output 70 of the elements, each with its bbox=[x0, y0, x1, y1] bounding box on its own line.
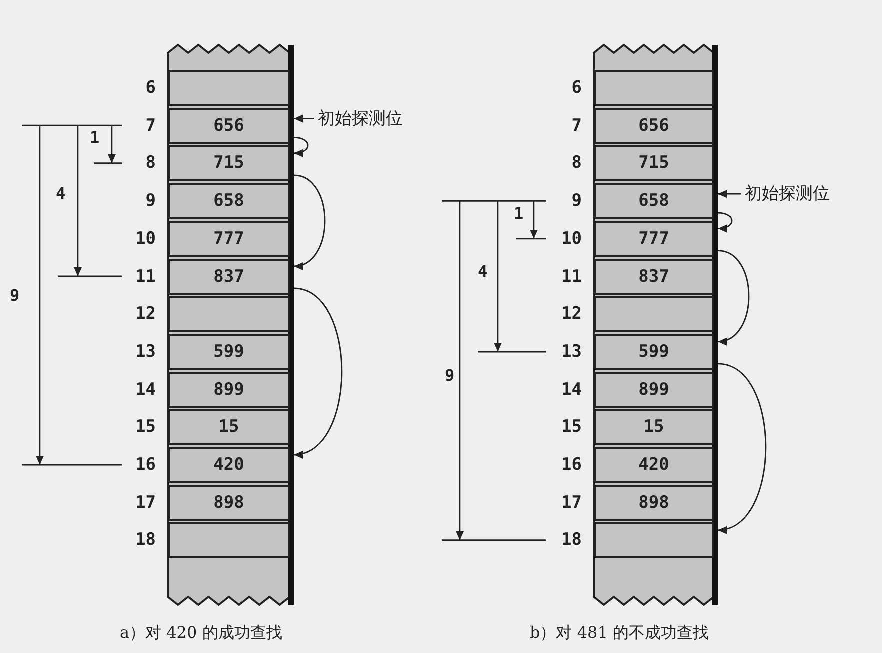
table-cell: 420 bbox=[168, 447, 290, 483]
table-cell: 656 bbox=[168, 108, 290, 144]
caption: b）对 481 的不成功查找 bbox=[530, 622, 709, 644]
table-cell: 15 bbox=[168, 409, 290, 446]
slot-index: 8 bbox=[570, 153, 582, 174]
table-cell: 599 bbox=[594, 334, 714, 370]
caption: a）对 420 的成功查找 bbox=[120, 622, 282, 644]
probe-arrow bbox=[718, 363, 767, 532]
probe-arrow bbox=[294, 174, 326, 269]
empty-table-cell bbox=[168, 522, 290, 558]
slot-index: 10 bbox=[134, 228, 156, 249]
slot-index: 9 bbox=[144, 191, 156, 212]
slot-index: 6 bbox=[570, 78, 582, 98]
empty-table-cell bbox=[594, 296, 714, 332]
table-cell: 658 bbox=[594, 183, 714, 220]
slot-index: 10 bbox=[560, 228, 582, 249]
table-cell: 15 bbox=[594, 409, 714, 446]
slot-index: 17 bbox=[560, 492, 582, 513]
table-cell: 899 bbox=[594, 372, 714, 408]
slot-index: 9 bbox=[570, 191, 582, 212]
slot-index: 17 bbox=[134, 492, 156, 513]
empty-table-cell bbox=[168, 296, 290, 332]
slot-index: 12 bbox=[560, 304, 582, 324]
slot-index: 18 bbox=[560, 530, 582, 550]
slot-index: 7 bbox=[570, 116, 582, 136]
probe-arrow bbox=[294, 114, 314, 123]
table-cell: 898 bbox=[594, 484, 714, 521]
table-cell: 837 bbox=[168, 258, 290, 294]
probe-arrow bbox=[718, 250, 750, 344]
slot-index: 18 bbox=[134, 530, 156, 550]
slot-index: 12 bbox=[134, 304, 156, 324]
table-cell: 899 bbox=[168, 372, 290, 408]
slot-index: 16 bbox=[560, 455, 582, 475]
table-cell: 658 bbox=[168, 183, 290, 220]
dimension-value: 1 bbox=[90, 128, 100, 148]
table-cell: 777 bbox=[168, 220, 290, 257]
slot-index: 11 bbox=[560, 266, 582, 286]
table-cell: 715 bbox=[168, 145, 290, 182]
probe-arrow bbox=[294, 137, 309, 157]
table-cell: 420 bbox=[594, 447, 714, 483]
slot-index: 7 bbox=[144, 116, 156, 136]
table-cell: 715 bbox=[594, 145, 714, 182]
slot-index: 8 bbox=[144, 153, 156, 174]
table-cell: 599 bbox=[168, 334, 290, 370]
slot-index: 14 bbox=[134, 380, 156, 400]
probe-arrow bbox=[718, 190, 741, 198]
slot-index: 6 bbox=[144, 78, 156, 98]
table-cell: 898 bbox=[168, 484, 290, 521]
table-cell: 656 bbox=[594, 108, 714, 144]
dimension-value: 9 bbox=[10, 286, 20, 306]
slot-index: 11 bbox=[134, 266, 156, 286]
dimension-value: 1 bbox=[514, 204, 524, 224]
annotation-text: 初始探测位 bbox=[745, 183, 830, 206]
empty-table-cell bbox=[168, 70, 290, 106]
table-cell: 837 bbox=[594, 258, 714, 294]
slot-index: 14 bbox=[560, 380, 582, 400]
table-cell: 777 bbox=[594, 220, 714, 257]
slot-index: 13 bbox=[134, 342, 156, 362]
dimension-value: 4 bbox=[478, 262, 488, 282]
dimension-value: 4 bbox=[56, 184, 66, 204]
annotation-text: 初始探测位 bbox=[318, 108, 403, 130]
slot-index: 15 bbox=[560, 417, 582, 438]
slot-index: 15 bbox=[134, 417, 156, 438]
dimension-value: 9 bbox=[445, 366, 455, 386]
slot-index: 13 bbox=[560, 342, 582, 362]
probe-arrow bbox=[718, 212, 733, 232]
slot-index: 16 bbox=[134, 455, 156, 475]
empty-table-cell bbox=[594, 70, 714, 106]
probe-arrow bbox=[294, 288, 343, 457]
empty-table-cell bbox=[594, 522, 714, 558]
